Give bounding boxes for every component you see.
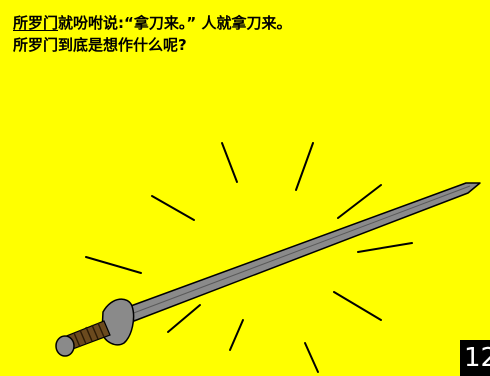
ray-line [221, 142, 238, 183]
ray-line [167, 304, 201, 333]
sword-pommel [55, 335, 75, 357]
page-number: 12 [460, 340, 490, 376]
ray-line [229, 319, 244, 351]
text-line-2: 所罗门到底是想作什么呢? [13, 36, 187, 54]
speaker-name: 所罗门 [13, 14, 59, 32]
ray-line [337, 184, 382, 219]
ray-line [295, 142, 314, 191]
ray-line [357, 242, 413, 253]
sword-icon [55, 182, 481, 357]
radiating-lines [85, 142, 413, 373]
blade-ridge [130, 185, 471, 315]
sword-blade [127, 182, 481, 322]
ray-line [151, 195, 195, 221]
text-line-1: 所罗门就吩咐说:“拿刀来。” 人就拿刀来。 [13, 12, 473, 34]
sword-grip [63, 320, 111, 351]
ray-line [333, 291, 382, 321]
text-line-1-rest: 就吩咐说:“拿刀来。” 人就拿刀来。 [58, 14, 292, 32]
ray-line [304, 342, 319, 373]
ray-line [85, 256, 142, 274]
slide-text: 所罗门就吩咐说:“拿刀来。” 人就拿刀来。 所罗门到底是想作什么呢? [13, 12, 473, 56]
sword-guard [101, 298, 135, 346]
